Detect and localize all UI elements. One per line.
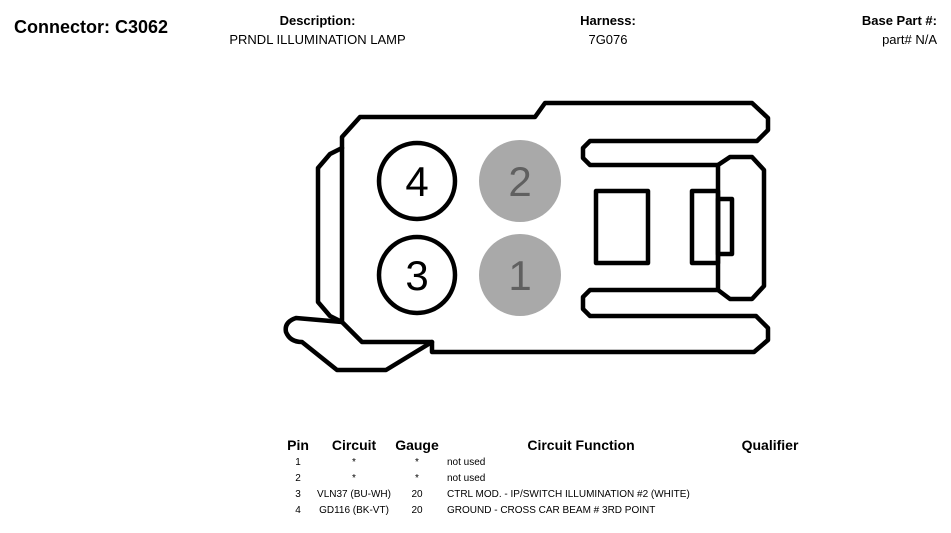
cell-qualifier [715,470,825,486]
pin-cavity-2 [479,140,561,222]
cell-function: not used [447,456,486,468]
cell-pin: 4 [295,504,301,516]
cell-pin: 3 [295,488,301,500]
cell-circuit: VLN37 (BU-WH) [317,488,391,500]
pin-table-header-row: Pin Circuit Gauge Circuit Function Quali… [283,436,825,454]
connector-latch [283,315,435,373]
cell-function: GROUND - CROSS CAR BEAM # 3RD POINT [447,504,656,516]
base-part-value: part# N/A [882,32,937,47]
description-block: Description: PRNDL ILLUMINATION LAMP [210,11,425,49]
table-row: 2 * * not used [283,470,825,486]
header-pin: Pin [287,437,309,453]
cell-function: not used [447,472,486,484]
cell-gauge: 20 [411,504,423,516]
header-gauge: Gauge [395,437,439,453]
cell-circuit: * [352,456,356,468]
cell-qualifier [715,454,825,470]
harness-block: Harness: 7G076 [560,11,656,49]
cell-gauge: * [415,472,419,484]
connector-right-latch [715,154,767,302]
cell-circuit: GD116 (BK-VT) [319,504,389,516]
cell-gauge: 20 [411,488,423,500]
table-row: 4 GD116 (BK-VT) 20 GROUND - CROSS CAR BE… [283,502,825,518]
cell-pin: 1 [295,456,301,468]
terminal-slot-large [593,188,651,266]
terminal-slot-tab [715,196,735,257]
pin-number-label: 4 [405,158,428,205]
header-circuit: Circuit [331,437,377,453]
table-row: 3 VLN37 (BU-WH) 20 CTRL MOD. - IP/SWITCH… [283,486,825,502]
table-row: 1 * * not used [283,454,825,470]
description-value: PRNDL ILLUMINATION LAMP [229,32,406,47]
connector-housing [339,100,771,355]
terminal-slot-small [689,188,721,266]
base-part-label: Base Part #: [861,13,937,28]
cell-pin: 2 [295,472,301,484]
pin-cavity-1 [479,234,561,316]
pin-group: 4 2 3 1 [376,140,561,316]
pin-table: Pin Circuit Gauge Circuit Function Quali… [283,436,825,518]
cell-circuit: * [352,472,356,484]
cell-function: CTRL MOD. - IP/SWITCH ILLUMINATION #2 (W… [447,488,690,500]
cell-qualifier [715,502,825,518]
header-function: Circuit Function [527,437,635,453]
pin-cavity-3 [376,234,458,316]
description-label: Description: [279,13,356,28]
pin-number-label: 3 [405,252,428,299]
cell-gauge: * [415,456,419,468]
connector-left-bump [315,145,345,325]
harness-label: Harness: [580,13,636,28]
pin-number-label: 2 [508,158,531,205]
base-part-block: Base Part #: part# N/A [862,11,937,49]
header-qualifier: Qualifier [741,437,799,453]
pin-cavity-4 [376,140,458,222]
cell-qualifier [715,486,825,502]
harness-value: 7G076 [588,32,628,47]
connector-title: Connector: C3062 [14,17,169,37]
pin-number-label: 1 [508,252,531,299]
